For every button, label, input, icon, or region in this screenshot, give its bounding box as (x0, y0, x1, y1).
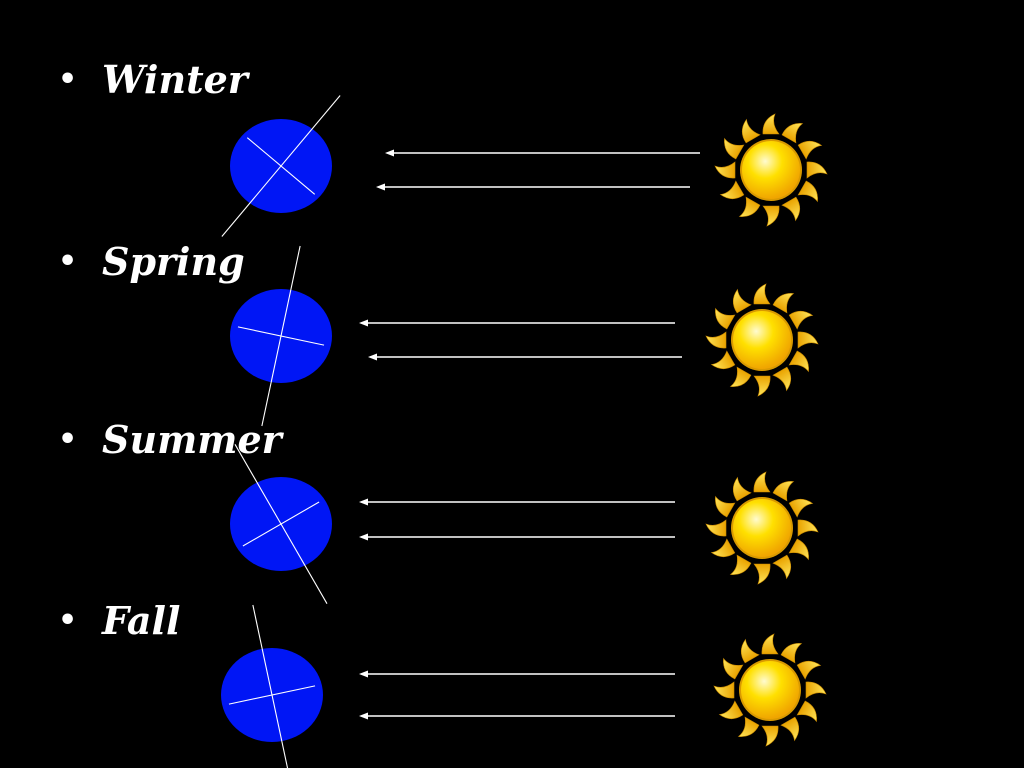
bullet-icon: • (58, 603, 78, 638)
sun-ray (705, 519, 727, 537)
season-name: Winter (102, 57, 248, 102)
sunlight-arrow-summer (359, 533, 675, 541)
earth-winter (221, 95, 341, 237)
earth-equator (242, 501, 320, 547)
sun-core (741, 661, 799, 719)
sun-ray (724, 137, 745, 160)
sunlight-arrow-fall (359, 670, 675, 678)
sun-ray (772, 554, 792, 580)
sun-core (733, 499, 791, 557)
sun-ray (761, 725, 779, 747)
sun-icon (714, 113, 828, 227)
sun-core (733, 311, 791, 369)
sun-ray (796, 660, 822, 680)
sunlight-arrow-spring (368, 353, 682, 361)
sun-ray (772, 481, 795, 502)
sun-ray (796, 700, 817, 723)
sun-ray (729, 366, 752, 387)
sun-ray (780, 716, 800, 742)
sun-icon (705, 283, 819, 397)
sunlight-arrow-spring (359, 319, 675, 327)
season-name: Fall (102, 598, 181, 643)
sun-ray (788, 538, 809, 561)
sunlight-arrow-winter (376, 183, 690, 191)
earth-fall (221, 604, 323, 768)
season-label-spring: • Spring (58, 238, 245, 286)
sunlight-arrow-winter (385, 149, 700, 157)
sun-core (742, 141, 800, 199)
sun-ray (738, 196, 761, 217)
sun-ray (797, 140, 823, 160)
sun-ray (729, 554, 752, 575)
sun-ray (737, 716, 760, 737)
arrow-head (359, 319, 368, 327)
earth-equator (237, 326, 325, 346)
sun-ray (806, 161, 828, 179)
sun-ray (788, 350, 809, 373)
sun-ray (781, 123, 804, 144)
bullet-icon: • (58, 422, 78, 457)
arrow-head (368, 353, 377, 361)
sun-icon (713, 633, 827, 747)
sun-ray (719, 180, 745, 200)
sun-ray (753, 283, 771, 305)
sun-ray (705, 331, 727, 349)
arrow-head (359, 670, 368, 678)
sun-ray (753, 563, 771, 585)
arrow-head (359, 712, 368, 720)
earth-equator (246, 137, 316, 195)
sun-ray (753, 375, 771, 397)
sun-ray (780, 643, 803, 664)
sun-ray (788, 498, 814, 518)
sun-ray (715, 495, 736, 518)
season-name: Summer (102, 417, 282, 462)
season-label-fall: • Fall (58, 597, 180, 645)
sunlight-arrow-summer (359, 498, 675, 506)
sun-ray (772, 366, 792, 392)
sun-ray (714, 161, 736, 179)
sun-ray (797, 331, 819, 349)
sun-ray (710, 538, 736, 558)
sun-ray (723, 657, 744, 680)
sun-ray (781, 196, 801, 222)
sun-ray (732, 288, 752, 314)
season-label-summer: • Summer (58, 416, 282, 464)
sun-icon (705, 471, 819, 585)
sun-ray (753, 471, 771, 493)
sun-ray (718, 700, 744, 720)
sun-ray (710, 350, 736, 370)
sun-ray (713, 681, 735, 699)
season-label-winter: • Winter (58, 56, 248, 104)
bullet-icon: • (58, 62, 78, 97)
earth-summer (230, 444, 332, 604)
sun-ray (788, 310, 814, 330)
sun-ray (772, 293, 795, 314)
sun-ray (715, 307, 736, 330)
sun-ray (740, 638, 760, 664)
sun-ray (732, 476, 752, 502)
sun-ray (762, 205, 780, 227)
sunlight-arrow-fall (359, 712, 675, 720)
arrow-head (385, 149, 394, 157)
arrow-head (376, 183, 385, 191)
arrow-head (359, 533, 368, 541)
sun-ray (741, 118, 761, 144)
bullet-icon: • (58, 244, 78, 279)
sun-ray (761, 633, 779, 655)
sun-ray (797, 519, 819, 537)
earth-equator (228, 685, 316, 705)
sun-ray (762, 113, 780, 135)
sun-ray (797, 180, 818, 203)
season-name: Spring (102, 239, 245, 284)
sun-ray (805, 681, 827, 699)
earth-spring (230, 245, 332, 427)
arrow-head (359, 498, 368, 506)
